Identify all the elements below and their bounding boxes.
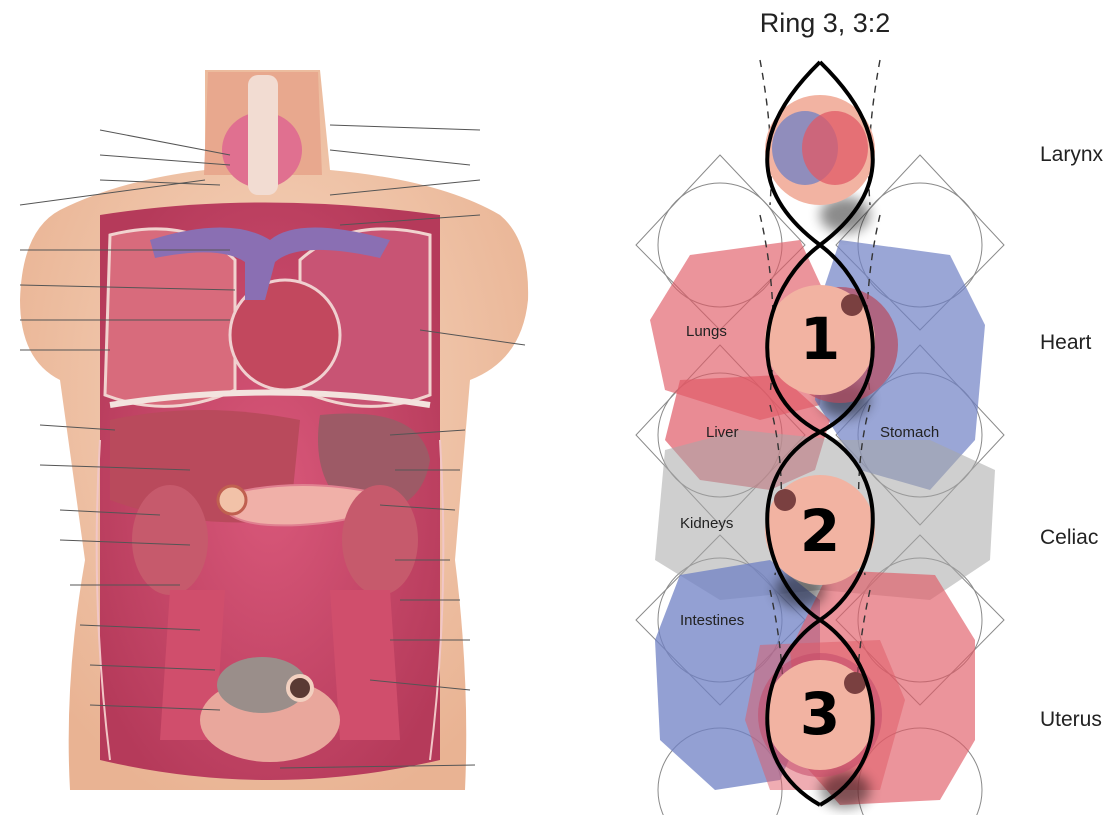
organ-label-liver: Liver (706, 424, 739, 441)
side-label-celiac: Celiac (1040, 526, 1098, 550)
larynx-red-lobe (802, 111, 868, 185)
diagram-title: Ring 3, 3:2 (700, 8, 950, 39)
side-label-larynx: Larynx (1040, 143, 1103, 167)
ring-number-2: 2 (760, 497, 880, 565)
organ-label-stomach: Stomach (880, 424, 939, 441)
side-label-uterus: Uterus (1040, 708, 1102, 732)
organ-label-intestines: Intestines (680, 612, 744, 629)
organ-label-lungs: Lungs (686, 323, 727, 340)
ring-number-3: 3 (760, 680, 880, 748)
ring-number-1: 1 (760, 305, 880, 373)
side-label-heart: Heart (1040, 331, 1091, 355)
organ-label-kidneys: Kidneys (680, 515, 733, 532)
